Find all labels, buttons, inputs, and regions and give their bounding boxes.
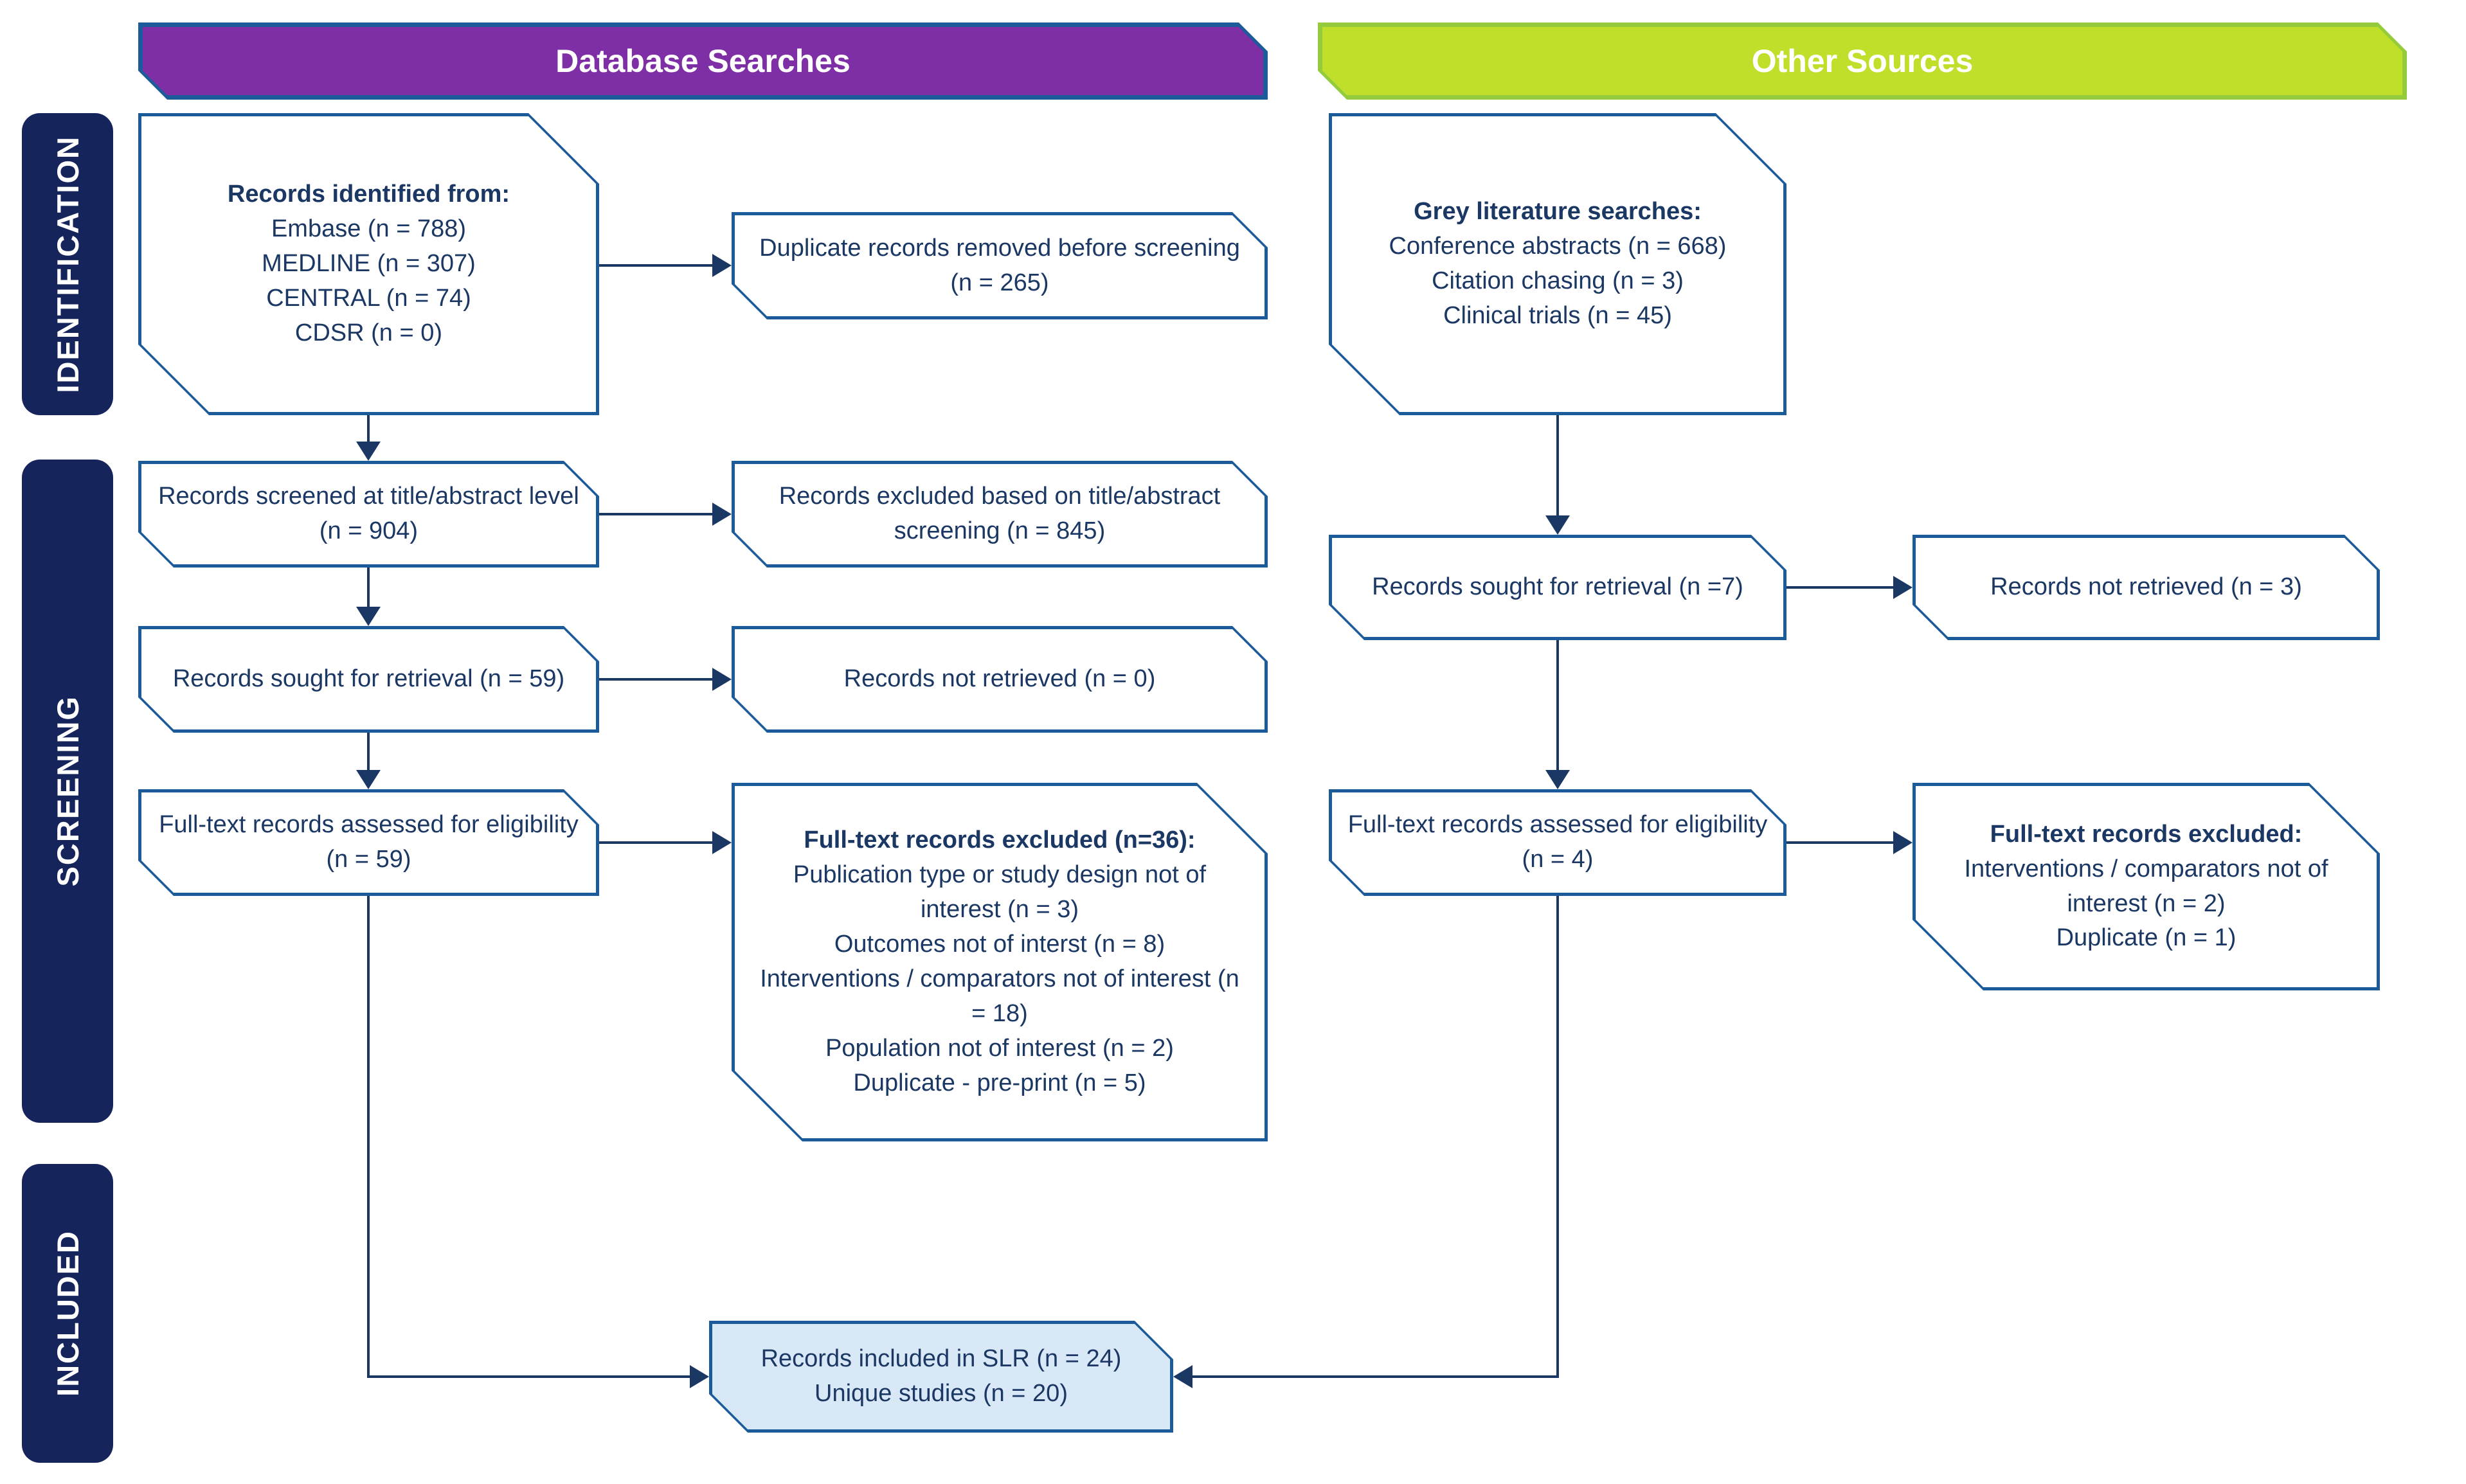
box-lines: Embase (n = 788) MEDLINE (n = 307) CENTRAL… — [155, 212, 582, 351]
arrow-fulltext-to-excluded-other — [1787, 841, 1893, 844]
box-duplicates-removed: Duplicate records removed before screeni… — [732, 212, 1268, 319]
box-line: Embase (n = 788) — [271, 215, 467, 243]
arrowhead-sought-to-fulltext — [356, 770, 381, 789]
box-lines: Records sought for retrieval (n =7) — [1346, 570, 1770, 605]
arrowhead-grey-to-sought — [1545, 515, 1570, 535]
box-lines: Records not retrieved (n = 0) — [751, 662, 1249, 697]
arrowhead-identified-to-screened — [356, 442, 381, 461]
box-records-sought-db: Records sought for retrieval (n = 59) — [138, 626, 599, 733]
arrowhead-sought-to-notretrieved — [712, 668, 732, 691]
box-not-retrieved-db: Records not retrieved (n = 0) — [732, 626, 1268, 733]
arrowhead-screened-to-sought — [356, 607, 381, 626]
box-lines: Records included in SLR (n = 24) Unique s… — [726, 1342, 1156, 1411]
box-fulltext-excluded-db: Full-text records excluded (n=36): Publi… — [732, 783, 1268, 1141]
box-grey-literature: Grey literature searches: Conference abs… — [1329, 113, 1787, 415]
banner-database-label: Database Searches — [555, 42, 851, 79]
box-lines: Conference abstracts (n = 668) Citation c… — [1346, 229, 1770, 334]
arrow-sought-to-notretrieved-other — [1787, 586, 1893, 589]
box-line: Records excluded based on title/abstract… — [779, 483, 1221, 544]
phase-identification: IDENTIFICATION — [22, 113, 113, 415]
arrow-fulltext-db-down — [367, 896, 370, 1378]
box-records-sought-other: Records sought for retrieval (n =7) — [1329, 535, 1787, 640]
arrow-sought-to-notretrieved — [599, 678, 712, 681]
box-lines: Duplicate records removed before screeni… — [751, 231, 1249, 301]
box-lines: Full-text records assessed for eligibili… — [155, 808, 582, 877]
box-excluded-title-abstract: Records excluded based on title/abstract… — [732, 461, 1268, 568]
arrow-grey-to-sought — [1556, 415, 1559, 515]
arrowhead-left-into-included — [690, 1365, 709, 1388]
box-line: Records not retrieved (n = 0) — [843, 665, 1156, 693]
box-not-retrieved-other: Records not retrieved (n = 3) — [1913, 535, 2380, 640]
box-line: Interventions / comparators not of inter… — [1964, 855, 2328, 917]
box-line: Duplicate records removed before screeni… — [759, 234, 1240, 296]
box-line: Conference abstracts (n = 668) — [1389, 233, 1727, 260]
box-line: Records screened at title/abstract level… — [158, 483, 579, 544]
box-lines: Records sought for retrieval (n = 59) — [155, 662, 582, 697]
arrow-right-elbow-to-included — [1192, 1375, 1559, 1378]
banner-database-searches: Database Searches — [138, 22, 1268, 100]
box-lines: Records screened at title/abstract level… — [155, 479, 582, 549]
arrow-fulltext-other-down — [1556, 896, 1559, 1378]
box-lines: Interventions / comparators not of inter… — [1930, 852, 2363, 956]
box-line: Duplicate - pre-print (n = 5) — [853, 1069, 1146, 1096]
box-line: CDSR (n = 0) — [294, 319, 443, 346]
box-fulltext-assessed-db: Full-text records assessed for eligibili… — [138, 789, 599, 896]
box-line: Population not of interest (n = 2) — [825, 1034, 1174, 1062]
box-included-slr: Records included in SLR (n = 24) Unique s… — [709, 1321, 1173, 1433]
box-lines: Full-text records assessed for eligibili… — [1346, 808, 1770, 877]
arrowhead-sought-to-notretrieved-other — [1893, 576, 1913, 599]
arrow-identified-to-duplicates — [599, 264, 712, 267]
phase-identification-label: IDENTIFICATION — [50, 135, 85, 393]
box-line: Records sought for retrieval (n =7) — [1372, 573, 1743, 601]
box-line: Unique studies (n = 20) — [815, 1380, 1068, 1407]
box-line: Citation chasing (n = 3) — [1432, 267, 1684, 294]
box-fulltext-excluded-other: Full-text records excluded: Intervention… — [1913, 783, 2380, 990]
box-line: Outcomes not of interst (n = 8) — [834, 931, 1166, 958]
box-line: CENTRAL (n = 74) — [266, 284, 471, 312]
arrowhead-fulltext-to-excluded-other — [1893, 831, 1913, 854]
box-line: Records included in SLR (n = 24) — [760, 1345, 1122, 1373]
arrowhead-fulltext-to-excluded — [712, 831, 732, 854]
banner-other-sources: Other Sources — [1318, 22, 2407, 100]
arrowhead-sought-to-fulltext-other — [1545, 770, 1570, 789]
arrow-left-elbow-to-included — [367, 1375, 690, 1378]
box-lines: Records not retrieved (n = 3) — [1930, 570, 2363, 605]
box-line: Interventions / comparators not of inter… — [760, 965, 1239, 1027]
box-title: Full-text records excluded (n=36): — [804, 827, 1196, 854]
arrowhead-screened-to-excluded — [712, 503, 732, 526]
arrow-sought-to-fulltext-other — [1556, 640, 1559, 770]
box-line: Records not retrieved (n = 3) — [1990, 573, 2302, 601]
arrowhead-identified-to-duplicates — [712, 254, 732, 277]
box-line: Full-text records assessed for eligibili… — [159, 811, 579, 873]
banner-other-label: Other Sources — [1751, 42, 1974, 79]
box-lines: Records excluded based on title/abstract… — [751, 479, 1249, 549]
phase-screening-label: SCREENING — [50, 695, 85, 887]
arrow-identified-to-screened — [367, 415, 370, 443]
box-fulltext-assessed-other: Full-text records assessed for eligibili… — [1329, 789, 1787, 896]
box-title: Full-text records excluded: — [1990, 820, 2303, 848]
arrow-screened-to-excluded — [599, 513, 712, 515]
box-records-identified: Records identified from: Embase (n = 788… — [138, 113, 599, 415]
box-title: Grey literature searches: — [1414, 198, 1702, 226]
arrow-fulltext-to-excluded — [599, 841, 712, 844]
box-line: Full-text records assessed for eligibili… — [1347, 811, 1768, 873]
box-records-screened: Records screened at title/abstract level… — [138, 461, 599, 568]
phase-screening: SCREENING — [22, 460, 113, 1123]
phase-included-label: INCLUDED — [50, 1230, 85, 1397]
box-line: Duplicate (n = 1) — [2056, 924, 2236, 952]
phase-included: INCLUDED — [22, 1164, 113, 1463]
arrow-sought-to-fulltext — [367, 733, 370, 770]
box-line: Clinical trials (n = 45) — [1443, 301, 1672, 329]
arrowhead-right-into-included — [1173, 1365, 1192, 1388]
box-line: Records sought for retrieval (n = 59) — [172, 665, 565, 693]
box-title: Records identified from: — [227, 181, 510, 208]
box-line: Publication type or study design not of … — [793, 861, 1207, 924]
box-line: MEDLINE (n = 307) — [262, 250, 476, 278]
arrow-screened-to-sought — [367, 568, 370, 607]
box-lines: Publication type or study design not of … — [751, 858, 1249, 1101]
